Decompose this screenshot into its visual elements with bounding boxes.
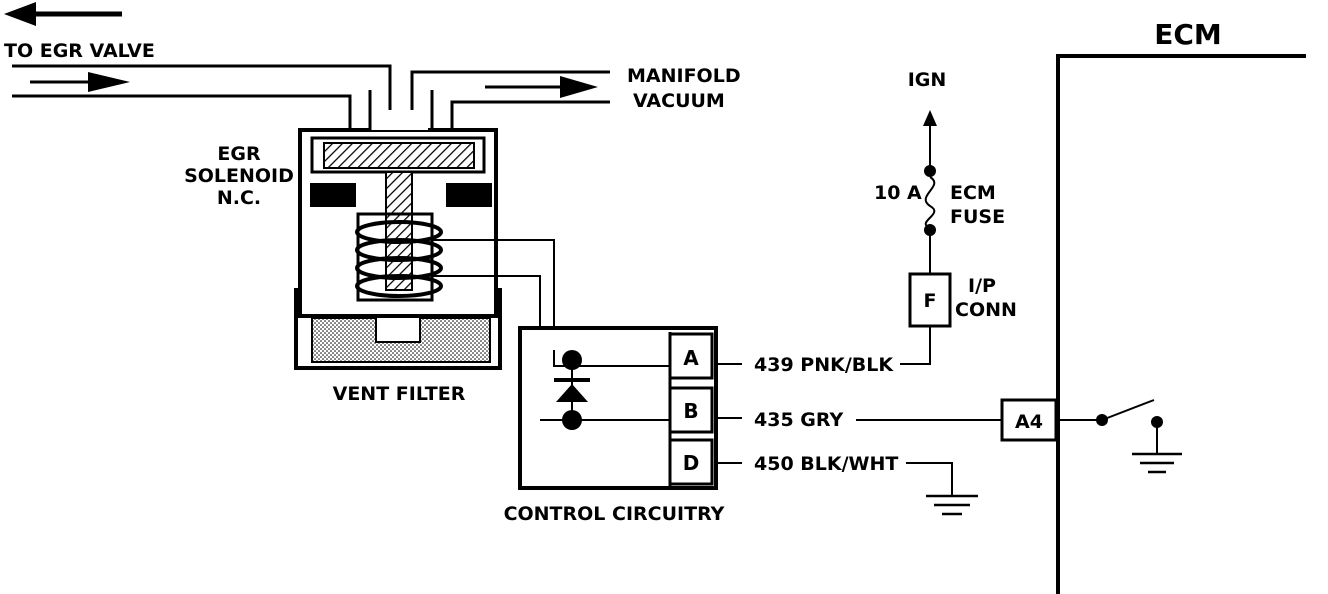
fuse-rating-label: 10 A: [874, 182, 922, 204]
terminal-a-label: A: [683, 346, 699, 370]
manifold-vacuum-label-line1: MANIFOLD: [627, 65, 741, 87]
manifold-vacuum-label-line2: VACUUM: [633, 90, 725, 112]
ign-arrow-icon: [923, 110, 937, 170]
control-circuitry: [518, 326, 718, 490]
egr-valve-vacuum-line: [12, 64, 392, 130]
ign-label: IGN: [908, 69, 947, 91]
wire-450-label: 450 BLK/WHT: [754, 453, 898, 475]
solenoid-label-line1: EGR: [217, 143, 261, 165]
ip-connector-pin: F: [924, 290, 937, 312]
wire-435-label: 435 GRY: [754, 409, 843, 431]
ground-icon: [926, 494, 978, 516]
wire-439-label: 439 PNK/BLK: [754, 354, 894, 376]
terminal-wires: [716, 326, 1002, 495]
arrow-left-icon: [4, 2, 122, 26]
connector-label-line1: I/P: [968, 275, 996, 297]
ecm-module: [1000, 54, 1306, 594]
connector-label-line2: CONN: [955, 299, 1017, 321]
to-egr-valve-label: TO EGR VALVE: [4, 40, 155, 62]
solenoid-label-line2: SOLENOID: [184, 165, 294, 187]
solenoid-label-line3: N.C.: [217, 187, 261, 209]
fuse-name-line1: ECM: [950, 182, 996, 204]
ecm-pin-label: A4: [1015, 411, 1043, 433]
ecm-fuse: [924, 165, 936, 274]
terminal-b-label: B: [683, 399, 698, 423]
terminal-d-label: D: [683, 451, 700, 475]
egr-solenoid: [298, 90, 498, 318]
vent-filter: [294, 288, 502, 370]
manifold-vacuum-line: [410, 70, 610, 130]
ip-connector: [908, 272, 952, 328]
ecm-ground-icon: [1132, 452, 1182, 474]
ecm-label: ECM: [1154, 18, 1222, 51]
vent-filter-label: VENT FILTER: [333, 383, 466, 405]
control-circuitry-label: CONTROL CIRCUITRY: [504, 503, 725, 525]
fuse-name-line2: FUSE: [950, 206, 1005, 228]
